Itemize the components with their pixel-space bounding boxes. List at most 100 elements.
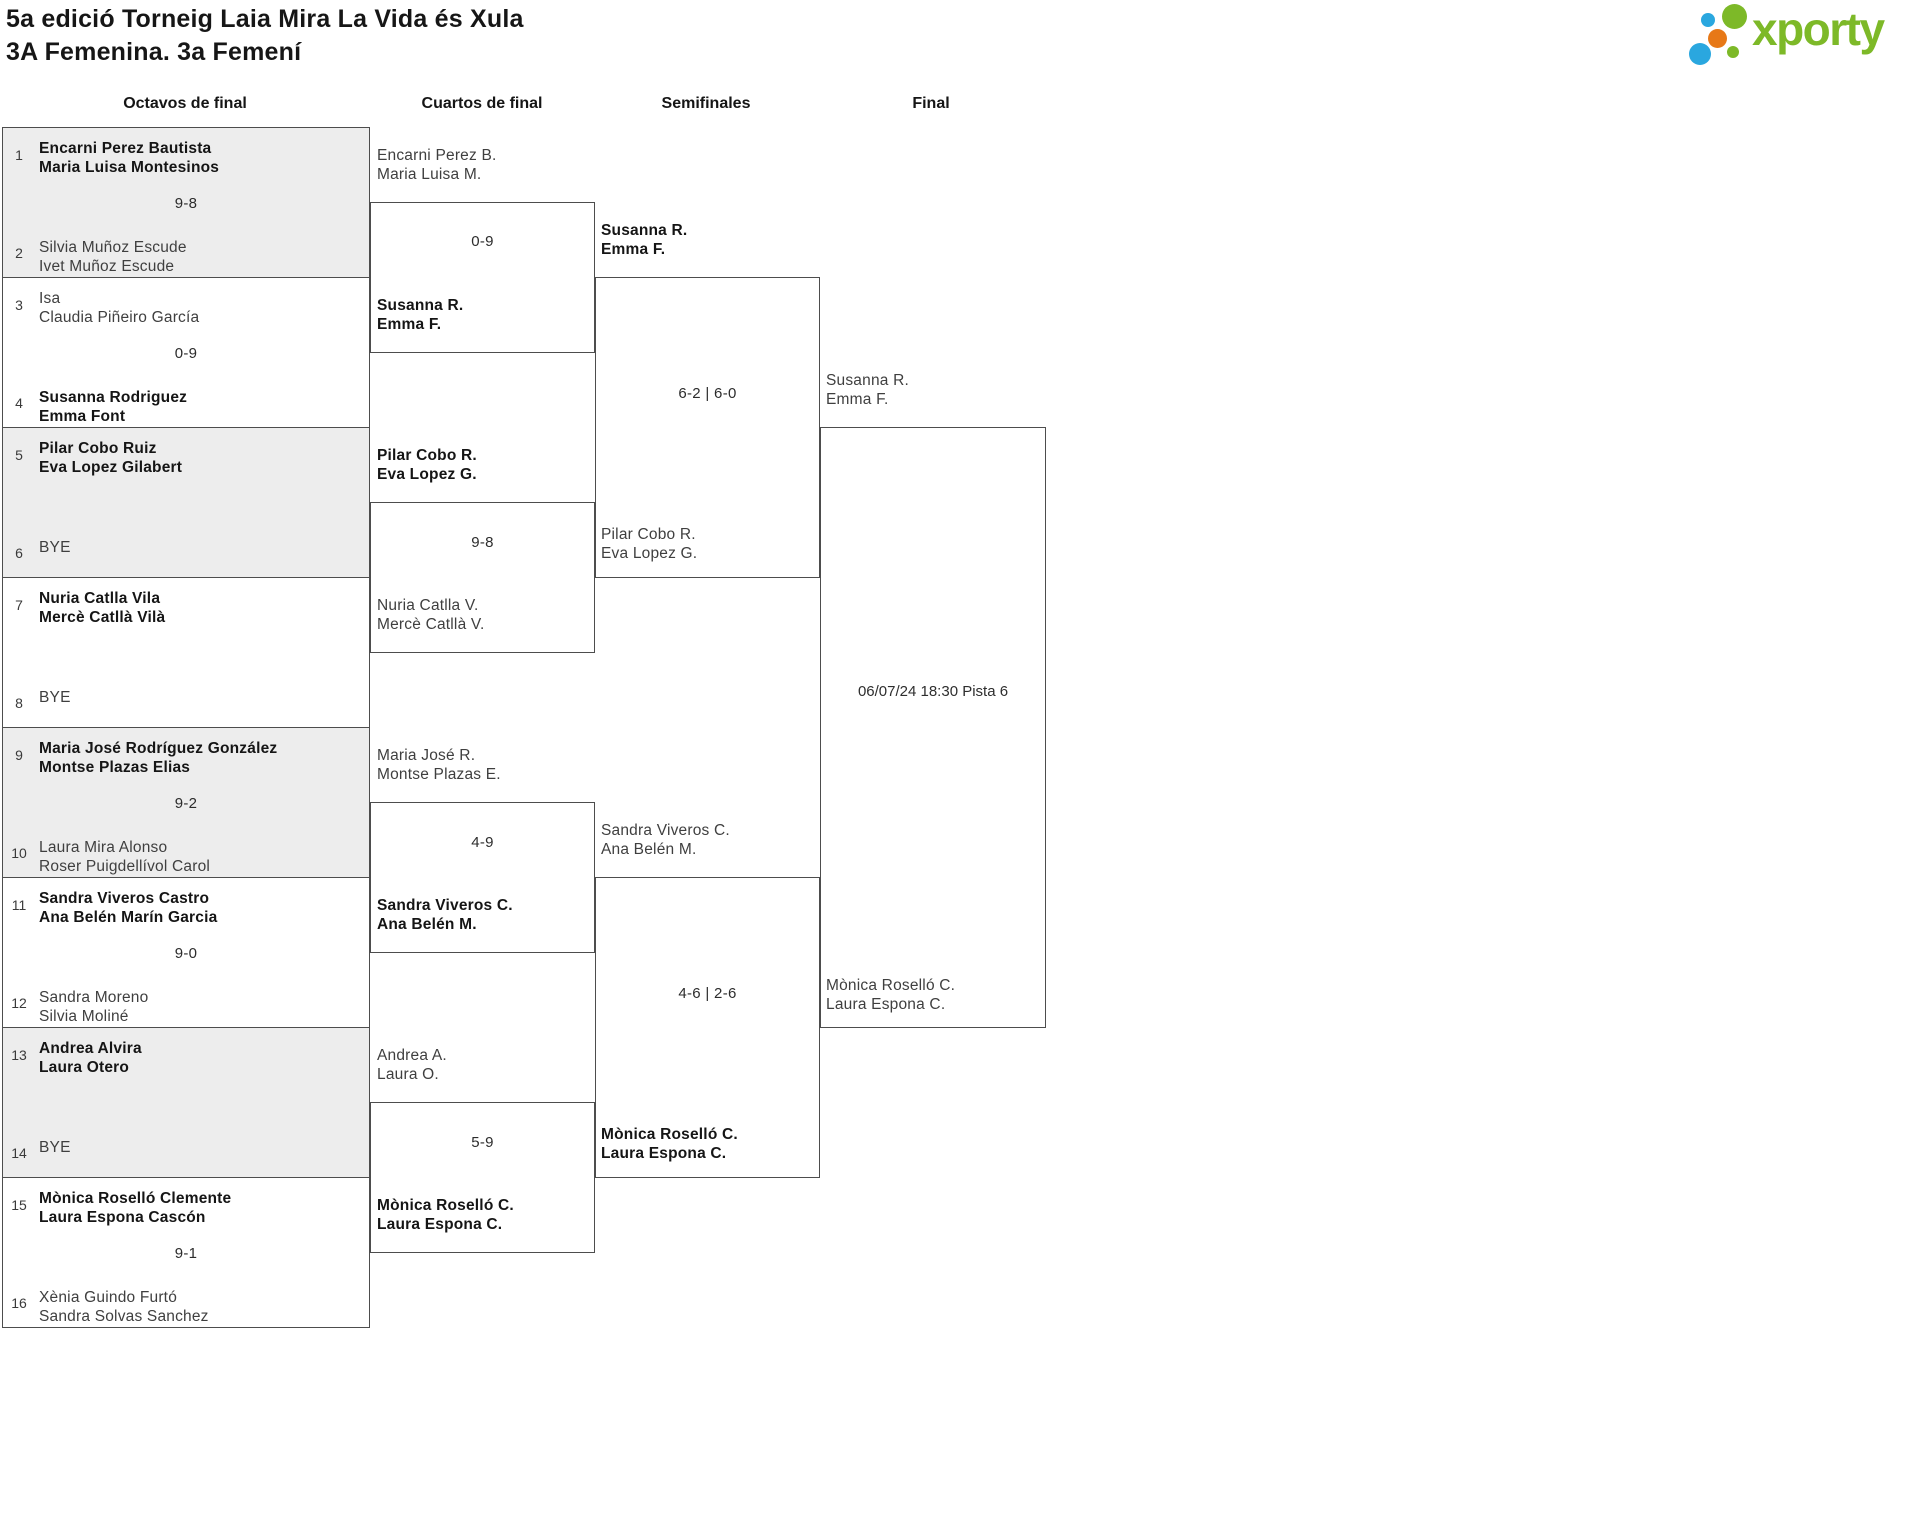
player-name: Susanna Rodriguez — [39, 389, 188, 406]
player-name: Ivet Muñoz Escude — [39, 258, 175, 275]
player-name: Xènia Guindo Furtó — [39, 1289, 178, 1306]
match-score: 4-6 | 2-6 — [678, 985, 737, 1002]
player-name: Sandra Viveros Castro — [39, 890, 210, 907]
logo-dot-blue-small-icon — [1701, 13, 1715, 27]
team-pair: Pilar Cobo Ruiz Eva Lopez Gilabert — [39, 439, 182, 477]
player-name: Emma F. — [601, 241, 666, 258]
player-name: Pilar Cobo R. — [601, 526, 696, 543]
match-score: 4-9 — [471, 834, 494, 851]
player-name: Montse Plazas E. — [377, 766, 501, 783]
player-name: Andrea Alvira — [39, 1040, 142, 1057]
team-pair: Susanna R. Emma F. — [377, 296, 463, 334]
team-pair: Pilar Cobo R. Eva Lopez G. — [377, 446, 477, 484]
player-name: Ana Belén Marín Garcia — [39, 909, 218, 926]
player-name: Ana Belén M. — [377, 916, 477, 933]
player-name: Nuria Catlla V. — [377, 597, 479, 614]
seed-number: 14 — [11, 1145, 27, 1161]
seed-number: 12 — [11, 995, 27, 1011]
player-name: Eva Lopez G. — [601, 545, 698, 562]
team-pair: Sandra Moreno Silvia Moliné — [39, 988, 148, 1026]
match-score: 9-0 — [174, 945, 198, 962]
player-name: Maria José R. — [377, 747, 476, 764]
player-name: Sandra Viveros C. — [377, 897, 513, 914]
seed-number: 11 — [11, 897, 27, 913]
team-pair: BYE — [39, 688, 71, 707]
team-pair: Andrea A. Laura O. — [377, 1046, 447, 1084]
seed-number: 5 — [15, 447, 23, 463]
round-header-semifinales: Semifinales — [661, 95, 751, 112]
player-name: Mònica Roselló C. — [601, 1126, 738, 1143]
team-pair: BYE — [39, 538, 71, 557]
player-name: Mercè Catllà V. — [377, 616, 485, 633]
seed-number: 3 — [15, 297, 23, 313]
team-pair: Encarni Perez Bautista Maria Luisa Monte… — [39, 139, 219, 177]
team-pair: Maria José R. Montse Plazas E. — [377, 746, 501, 784]
team-pair: Andrea Alvira Laura Otero — [39, 1039, 142, 1077]
team-pair: Susanna R. Emma F. — [601, 221, 687, 259]
team-pair: Susanna R. Emma F. — [826, 371, 909, 409]
match-score: 0-9 — [174, 345, 198, 362]
player-name: Laura Otero — [39, 1059, 130, 1076]
player-name: Pilar Cobo Ruiz — [39, 440, 157, 457]
player-name: Encarni Perez B. — [377, 147, 497, 164]
player-name: Susanna R. — [826, 372, 909, 389]
seed-number: 8 — [15, 695, 23, 711]
player-name: BYE — [39, 689, 71, 706]
match-score: 0-9 — [471, 233, 494, 250]
tournament-title-line2: 3A Femenina. 3a Femení — [6, 38, 302, 66]
player-name: Maria Luisa M. — [377, 166, 482, 183]
qf-bracket-4 — [370, 1102, 595, 1253]
player-name: Susanna R. — [377, 297, 464, 314]
team-pair: Encarni Perez B. Maria Luisa M. — [377, 146, 497, 184]
player-name: Roser Puigdellívol Carol — [39, 858, 211, 875]
team-pair: Maria José Rodríguez González Montse Pla… — [39, 739, 277, 777]
player-name: Encarni Perez Bautista — [39, 140, 212, 157]
player-name: Laura Espona C. — [377, 1216, 503, 1233]
logo-wordmark: xporty — [1752, 3, 1885, 55]
player-name: Laura Espona C. — [826, 996, 946, 1013]
player-name: BYE — [39, 1139, 71, 1156]
player-name: Mònica Roselló C. — [377, 1197, 514, 1214]
seed-number: 15 — [11, 1197, 27, 1213]
team-pair: Mònica Roselló C. Laura Espona C. — [826, 976, 955, 1014]
seed-number: 9 — [15, 747, 23, 763]
r16-match-1: 1 Encarni Perez Bautista Maria Luisa Mon… — [2, 127, 370, 278]
team-pair: BYE — [39, 1138, 71, 1157]
team-pair: Pilar Cobo R. Eva Lopez G. — [601, 525, 697, 563]
logo-dot-green-big-icon — [1722, 4, 1747, 29]
player-name: Andrea A. — [377, 1047, 447, 1064]
team-pair: Susanna Rodriguez Emma Font — [39, 388, 187, 426]
final-schedule: 06/07/24 18:30 Pista 6 — [857, 683, 1009, 700]
team-pair: Mònica Roselló C. Laura Espona C. — [377, 1196, 514, 1234]
player-name: Sandra Solvas Sanchez — [39, 1308, 209, 1325]
r16-match-3: 5 Pilar Cobo Ruiz Eva Lopez Gilabert 6 B… — [2, 427, 370, 578]
team-pair: Isa Claudia Piñeiro García — [39, 289, 199, 327]
match-score: 5-9 — [471, 1134, 494, 1151]
player-name: Ana Belén M. — [601, 841, 697, 858]
r16-match-8: 15 Mònica Roselló Clemente Laura Espona … — [2, 1177, 370, 1328]
player-name: Susanna R. — [601, 222, 688, 239]
qf-bracket-1 — [370, 202, 595, 353]
player-name: Laura Mira Alonso — [39, 839, 168, 856]
player-name: Laura Espona C. — [601, 1145, 727, 1162]
logo-dot-green-small-icon — [1727, 46, 1739, 58]
r16-match-5: 9 Maria José Rodríguez González Montse P… — [2, 727, 370, 878]
team-pair: Nuria Catlla V. Mercè Catllà V. — [377, 596, 485, 634]
seed-number: 6 — [15, 545, 23, 561]
team-pair: Sandra Viveros Castro Ana Belén Marín Ga… — [39, 889, 217, 927]
player-name: Maria Luisa Montesinos — [39, 159, 220, 176]
r16-match-4: 7 Nuria Catlla Vila Mercè Catllà Vilà 8 … — [2, 577, 370, 728]
match-score: 9-2 — [174, 795, 198, 812]
player-name: BYE — [39, 539, 71, 556]
player-name: Emma F. — [826, 391, 889, 408]
team-pair: Laura Mira Alonso Roser Puigdellívol Car… — [39, 838, 210, 876]
round-header-final: Final — [912, 95, 950, 112]
player-name: Mònica Roselló Clemente — [39, 1190, 232, 1207]
team-pair: Nuria Catlla Vila Mercè Catllà Vilà — [39, 589, 165, 627]
seed-number: 7 — [15, 597, 23, 613]
qf-bracket-3 — [370, 802, 595, 953]
final-bracket — [820, 427, 1046, 1028]
logo-dot-blue-big-icon — [1689, 43, 1711, 65]
player-name: Emma F. — [377, 316, 442, 333]
match-score: 9-8 — [471, 534, 494, 551]
